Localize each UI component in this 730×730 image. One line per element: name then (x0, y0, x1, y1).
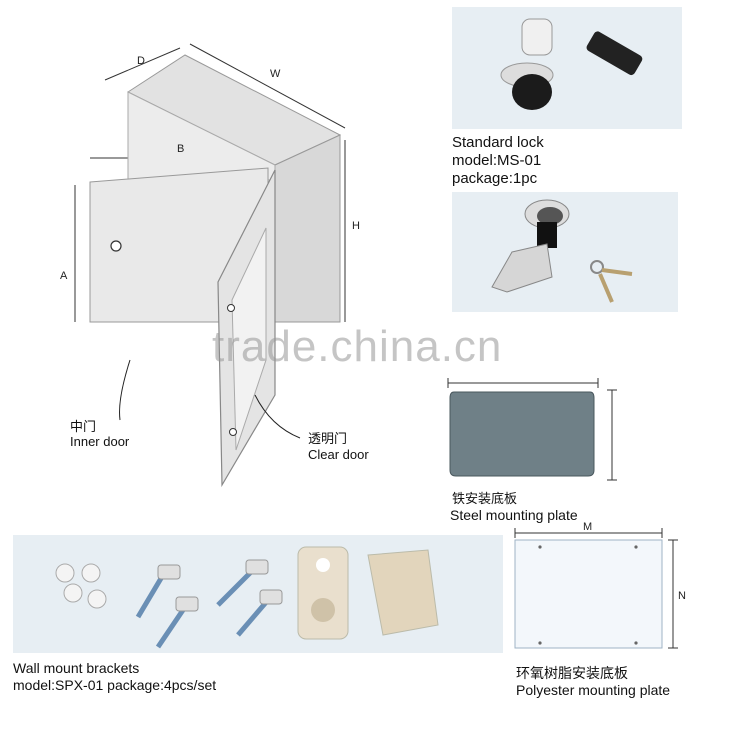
steel-plate-en: Steel mounting plate (450, 507, 578, 523)
watermark: trade.china.cn (212, 322, 503, 371)
dim-n-label: N (678, 590, 686, 602)
dim-h-label: H (352, 220, 360, 232)
keyhole-icon (110, 240, 122, 252)
dim-m-label: M (583, 521, 593, 533)
dim-w-label: W (270, 68, 281, 80)
standard-lock-line3: package:1pc (452, 170, 538, 187)
polyester-plate-en: Polyester mounting plate (516, 682, 671, 698)
dim-a-label: A (60, 270, 68, 282)
steel-plate-cn: 铁安装底板 (452, 491, 518, 506)
key-lock-image (452, 192, 678, 312)
standard-lock-line1: Standard lock (452, 134, 544, 151)
dim-b-label: B (177, 143, 185, 155)
wall-brackets-line1: Wall mount brackets (13, 660, 140, 676)
inner-door-en: Inner door (70, 434, 130, 449)
standard-lock-image (452, 7, 682, 129)
clear-door-cn: 透明门 (308, 431, 348, 446)
wall-brackets-image (13, 535, 503, 653)
clear-door-en: Clear door (308, 447, 369, 462)
dim-d-label: D (137, 55, 145, 67)
wall-brackets-line2: model:SPX-01 package:4pcs/set (13, 677, 217, 693)
inner-door-cn: 中门 (70, 419, 97, 434)
standard-lock-line2: model:MS-01 (452, 152, 542, 169)
polyester-plate-cn: 环氧树脂安装底板 (516, 665, 628, 681)
